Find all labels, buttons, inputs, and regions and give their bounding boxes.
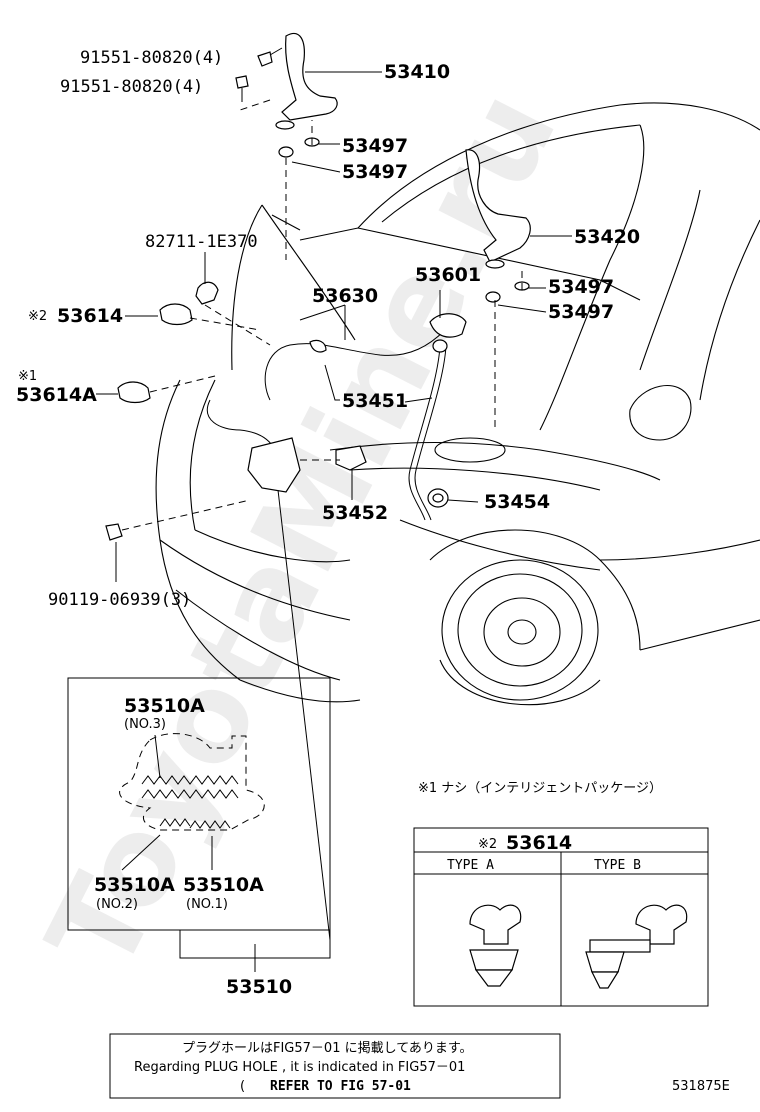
- label-53497-c: 53497: [548, 276, 614, 298]
- clip-82711: [195, 281, 219, 305]
- notice-line-2: Regarding PLUG HOLE , it is indicated in…: [134, 1060, 465, 1075]
- inset-assembly-label: 53510: [226, 976, 292, 998]
- label-53497-b: 53497: [342, 161, 408, 183]
- label-53630: 53630: [312, 285, 378, 307]
- inset-sub-left: (NO.2): [96, 897, 138, 912]
- label-82711-1e370: 82711-1E370: [145, 232, 258, 252]
- inset-sub-right: (NO.1): [186, 897, 228, 912]
- notice-box: [109, 1033, 561, 1099]
- label-mark1: ※1: [18, 369, 37, 384]
- label-53614A: 53614A: [16, 384, 97, 406]
- hood-cushion: [427, 488, 449, 508]
- hood-lock-striker: [335, 445, 367, 471]
- bolt-91551: [235, 47, 283, 102]
- label-53614: 53614: [57, 305, 123, 327]
- label-53601: 53601: [415, 264, 481, 286]
- hood-support-rod: [408, 339, 448, 521]
- figure-id: 531875E: [672, 1079, 730, 1094]
- type-table-mark: ※2: [478, 837, 497, 852]
- hood-release-cable: [206, 329, 446, 451]
- type-table-part: 53614: [506, 832, 572, 854]
- type-b-label: TYPE B: [594, 858, 641, 873]
- leader-lines: [96, 71, 572, 972]
- inset-sub-top: (NO.3): [124, 717, 166, 732]
- watermark: ToyotaMine.ru: [22, 70, 584, 993]
- bolt-90119: [105, 523, 123, 541]
- notice-line-3: REFER TO FIG 57-01: [270, 1079, 411, 1094]
- inset-label-right: 53510A: [183, 874, 264, 896]
- hood-lock: [247, 437, 301, 493]
- label-91551-80820-a: 91551-80820(4): [80, 48, 223, 68]
- label-53497-a: 53497: [342, 135, 408, 157]
- label-91551-80820-b: 91551-80820(4): [60, 77, 203, 97]
- type-table: [413, 827, 709, 1007]
- dashed-guides: [121, 99, 523, 531]
- clip-53614A: [117, 381, 151, 404]
- notice-line-1: プラグホールはFIG57－01 に掲載してあります。: [182, 1040, 473, 1056]
- label-53497-d: 53497: [548, 301, 614, 323]
- label-90119-06939: 90119-06939(3): [48, 590, 191, 610]
- label-53452: 53452: [322, 502, 388, 524]
- label-53410: 53410: [384, 61, 450, 83]
- label-mark2: ※2: [28, 309, 47, 324]
- inset-label-top: 53510A: [124, 695, 205, 717]
- footnote-1: ※1 ナシ（インテリジェントパッケージ）: [418, 781, 662, 796]
- hood-hinge-left: [275, 32, 338, 158]
- clip-53614: [159, 303, 193, 326]
- type-a-label: TYPE A: [447, 858, 494, 873]
- label-53451: 53451: [342, 390, 408, 412]
- hood-lock-lever: [429, 313, 467, 338]
- inset-label-left: 53510A: [94, 874, 175, 896]
- label-53454: 53454: [484, 491, 550, 513]
- label-53420: 53420: [574, 226, 640, 248]
- notice-line-3-paren: (: [240, 1079, 245, 1094]
- inset-53510: [67, 677, 331, 959]
